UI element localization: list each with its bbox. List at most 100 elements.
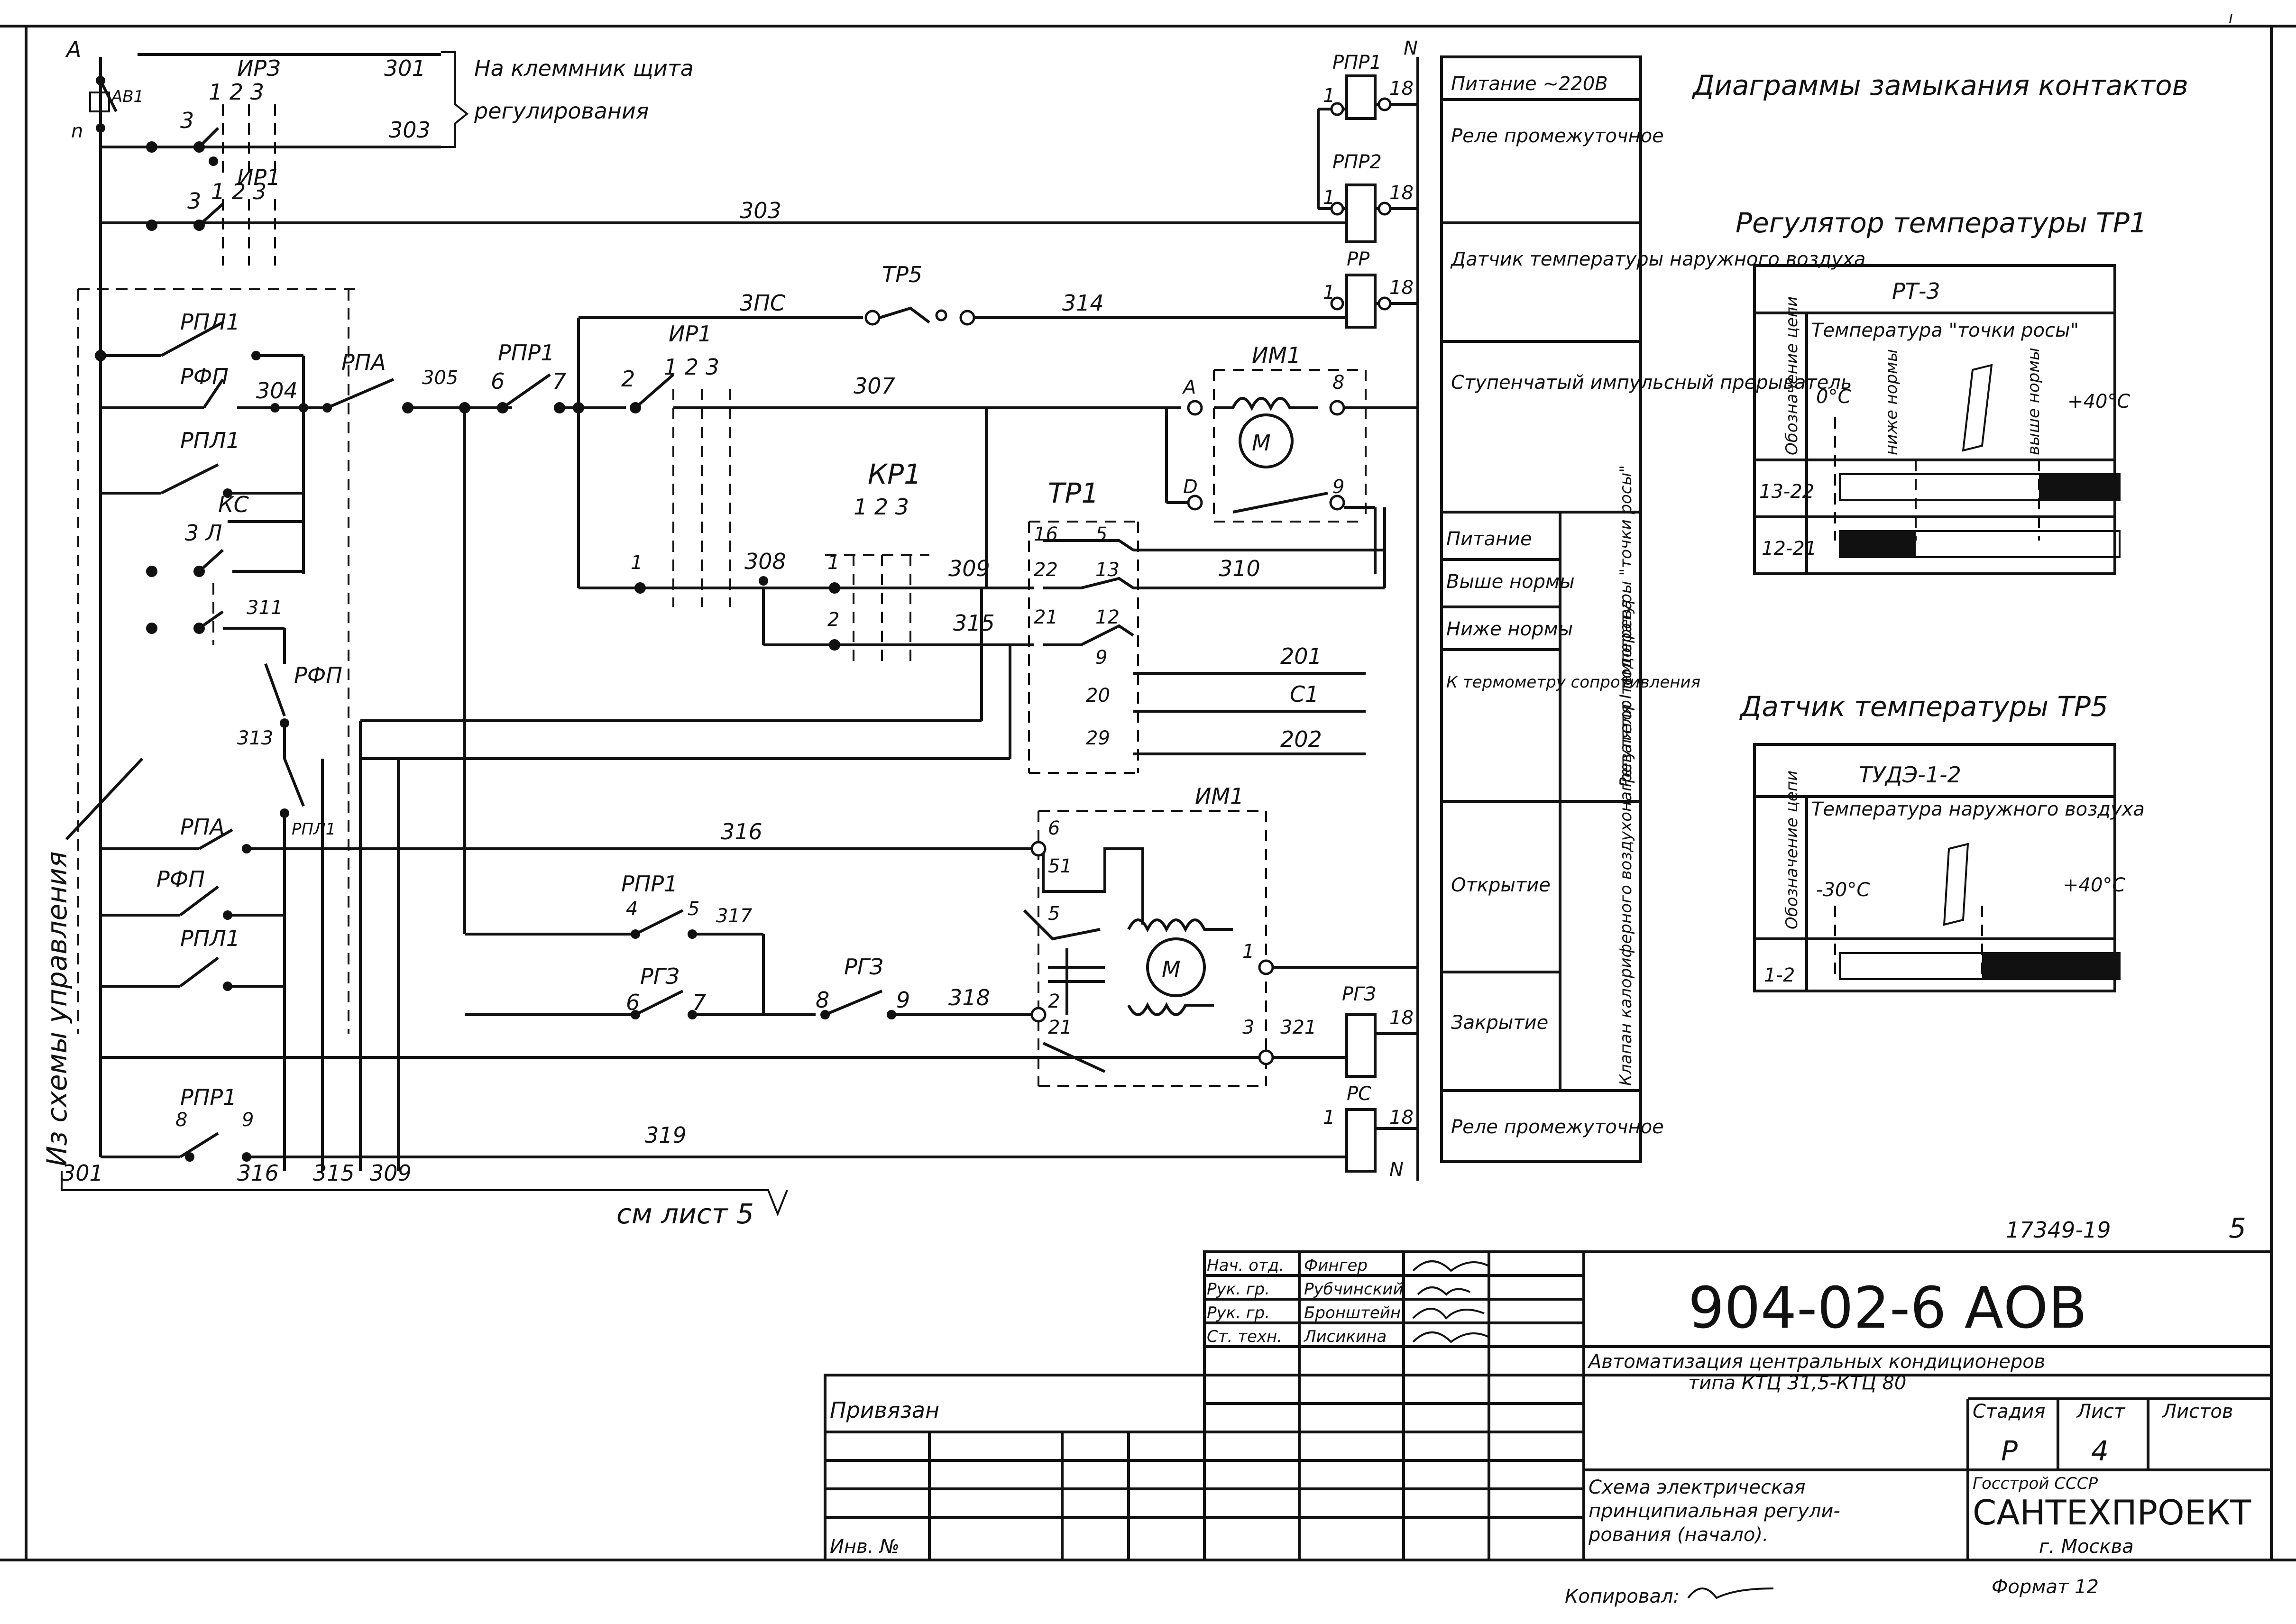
rpl1-a-label: РПЛ1 — [180, 309, 240, 335]
svg-text:1 2 3: 1 2 3 — [664, 354, 719, 380]
svg-text:1: 1 — [1323, 282, 1335, 303]
sensor-heading: Датчик температуры ТР5 — [1739, 690, 2108, 723]
svg-text:3: 3 — [180, 108, 194, 133]
stage-label: Стадия — [1973, 1401, 2045, 1422]
rfp-b-label: РФП — [294, 662, 342, 688]
legend-column: Питание ~220В Реле промежуточное Датчик … — [1440, 55, 1865, 1163]
signature-1 — [1417, 1286, 1470, 1296]
doc-number: 17349-19 — [2006, 1217, 2111, 1243]
legend-row-0: Питание ~220В — [1451, 73, 1608, 95]
org-city: г. Москва — [2039, 1536, 2134, 1558]
circuit-319: РПР1 8 9 319 — [101, 1084, 1347, 1162]
kc-label: КС — [218, 492, 249, 517]
wire-303-label-a: 303 — [389, 117, 431, 143]
bottom-315-label: 315 — [313, 1160, 355, 1186]
relay-coils-top: РПР1 РПР2 РР N 1 18 1 18 1 18 — [1317, 37, 1418, 329]
sensor-row-0: 1-2 — [1764, 964, 1795, 986]
wire-321-label: 321 — [1280, 1017, 1316, 1038]
person-role-2: Рук. гр. — [1207, 1303, 1270, 1322]
svg-text:21: 21 — [1048, 1017, 1072, 1038]
terminal-note-1: На клеммник щита — [474, 55, 694, 81]
copied-signature — [1687, 1587, 1774, 1599]
irz-pins: 1 2 3 — [209, 79, 264, 105]
person-name-1: Рубчинский — [1304, 1280, 1403, 1299]
sheet-label: Лист — [2076, 1401, 2126, 1422]
legend-row-10: Закрытие — [1451, 1012, 1548, 1034]
contacts-kc: РПЛ1 КС 3 Л 311 — [101, 428, 303, 664]
switch-irz-group: ИРЗ 1 2 3 3 ИР1 — [146, 55, 281, 190]
wire-313-label: 313 — [237, 727, 273, 749]
circuit-307: 2 ИР1 1 2 3 307 — [573, 321, 1181, 607]
actuator-m: M — [1162, 956, 1181, 982]
svg-text:5: 5 — [688, 898, 699, 920]
drawing-code: 904-02-6 АОВ — [1688, 1275, 2087, 1341]
legend-row-6: Ниже нормы — [1446, 618, 1573, 640]
bottom-316-label: 316 — [237, 1160, 279, 1186]
stage-value: Р — [2001, 1435, 2018, 1467]
svg-text:3: 3 — [187, 188, 201, 214]
ir1-label-top: ИР1 — [237, 165, 280, 190]
from-control-label: Из схемы управления — [41, 851, 73, 1166]
regulator-row-1: 12-21 — [1762, 538, 1817, 560]
svg-text:8: 8 — [816, 987, 829, 1013]
legend-row-11: Клапан калориферного воздухонагревателя … — [1616, 600, 1635, 1086]
svg-text:12: 12 — [1095, 606, 1120, 628]
ir1-label-mid: ИР1 — [669, 321, 712, 347]
circuit-tp5: 3ПС ТР5 314 — [577, 262, 1347, 588]
regulator-heading: Регулятор температуры ТР1 — [1736, 207, 2147, 239]
sheets-label: Листов — [2161, 1401, 2233, 1422]
wire-316-label: 316 — [721, 819, 762, 844]
svg-text:D: D — [1183, 476, 1198, 498]
wire-201-label: 201 — [1280, 643, 1322, 669]
svg-text:1 2 3: 1 2 3 — [211, 179, 266, 204]
signature-3 — [1412, 1331, 1489, 1343]
tp1-label: ТР1 — [1048, 477, 1099, 509]
breaker-ab1: A n АВ1 — [65, 37, 144, 147]
regulator-quantity: Температура "точки росы" — [1811, 320, 2079, 341]
coil-rg3-label: РГЗ — [1342, 983, 1376, 1005]
wire-3pc-label: 3ПС — [740, 290, 785, 316]
rpl1-c-label: РПЛ1 — [180, 926, 240, 951]
wire-318-label: 318 — [948, 985, 990, 1010]
wire-309-label: 309 — [948, 556, 990, 581]
legend-row-4: Питание — [1446, 528, 1532, 550]
wire-319-label: 319 — [645, 1122, 687, 1148]
svg-text:3: 3 — [1242, 1017, 1254, 1038]
linked-label: Привязан — [830, 1397, 939, 1423]
svg-text:2: 2 — [827, 609, 839, 631]
bottom-301-label: 301 — [62, 1160, 103, 1186]
power-rails — [99, 51, 1419, 1176]
relay-coils-bottom: РГЗ 18 РС 18 1 N — [1323, 983, 1419, 1181]
page-number: 5 — [2229, 1212, 2246, 1244]
org-top: Госстрой СССР — [1973, 1474, 2098, 1493]
circuit-313: РФП 313 РПЛ1 — [237, 662, 342, 1157]
regulator-max: +40°С — [2067, 391, 2130, 413]
svg-text:2: 2 — [1048, 991, 1060, 1012]
legend-row-8: Регулятор температуры "точки росы" — [1616, 465, 1635, 787]
wire-310-label: 310 — [1219, 556, 1260, 581]
rpa-a-label: РПА — [341, 349, 386, 375]
svg-text:A: A — [1182, 376, 1196, 398]
signature-0 — [1412, 1260, 1489, 1272]
svg-text:13: 13 — [1095, 559, 1120, 581]
svg-text:18: 18 — [1389, 277, 1414, 299]
rpa-b-label: РПА — [180, 814, 225, 840]
wire-202-label: 202 — [1280, 726, 1322, 752]
svg-text:1: 1 — [1323, 187, 1335, 209]
regulator-tp1: КР1 1 2 3 1 308 1 2 309 315 ТР1 16 5 22 … — [360, 408, 1386, 774]
svg-text:51: 51 — [1048, 855, 1072, 877]
contact-diagrams: Диаграммы замыкания контактов Регулятор … — [1691, 69, 2188, 992]
wire-311-label: 311 — [247, 597, 283, 619]
regulator-bar-0-closed — [2039, 474, 2120, 500]
svg-text:16: 16 — [1034, 523, 1058, 545]
sheet-value: 4 — [2091, 1435, 2109, 1467]
regulator-bar-1-closed — [1840, 531, 1916, 557]
bottom-wire-drops: 301 316 315 309 см лист 5 Из схемы управ… — [41, 721, 788, 1230]
rpl1-b-label: РПЛ1 — [180, 428, 240, 453]
copied-label: Копировал: — [1565, 1586, 1680, 1607]
svg-text:18: 18 — [1389, 1007, 1414, 1029]
wire-307-label: 307 — [854, 373, 895, 399]
person-role-1: Рук. гр. — [1207, 1280, 1270, 1299]
svg-text:1: 1 — [1323, 1107, 1335, 1129]
svg-text:1: 1 — [1242, 941, 1254, 963]
